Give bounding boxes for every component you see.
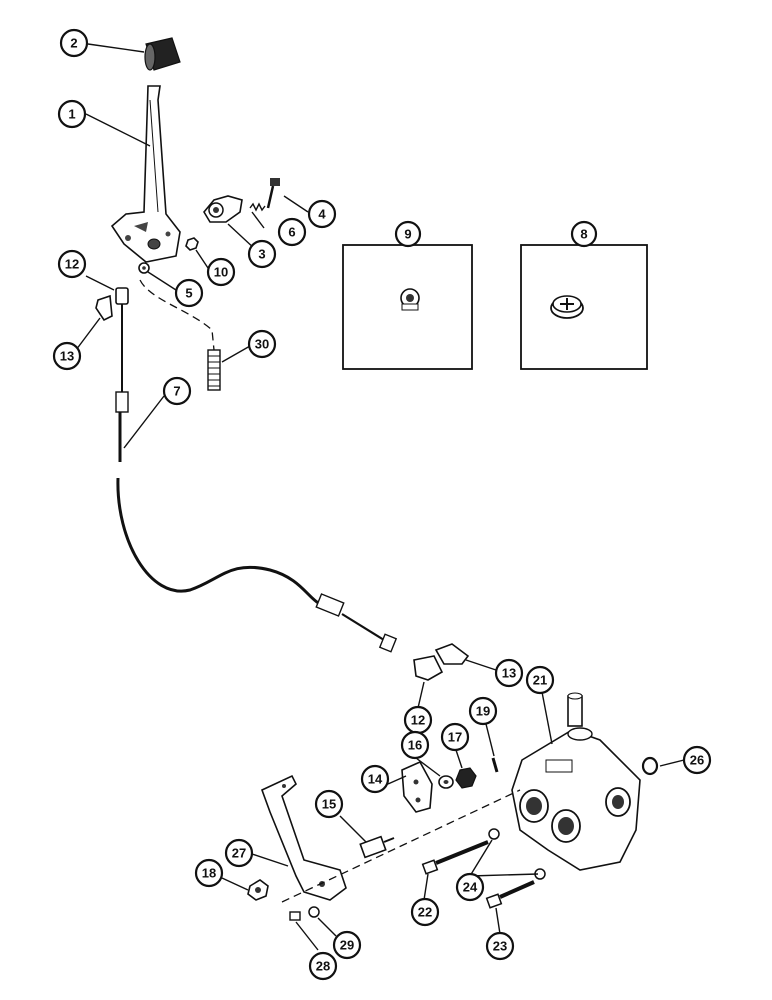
callout-15: 15 — [314, 789, 344, 819]
callout-8: 8 — [570, 220, 598, 248]
valve-lever-part — [401, 760, 433, 813]
inset-part-9 — [400, 288, 420, 311]
callout-24: 24 — [455, 872, 485, 902]
callout-1: 1 — [57, 99, 87, 129]
leader-lines — [75, 43, 685, 951]
callout-label: 8 — [580, 227, 587, 242]
nut-18-part — [247, 879, 269, 901]
pivot-bracket-part — [203, 195, 243, 223]
callout-label: 23 — [493, 939, 507, 954]
callout-label: 15 — [322, 797, 336, 812]
knob-part — [144, 37, 181, 71]
o-ring-part — [641, 756, 659, 776]
bolt-part — [266, 178, 280, 209]
screw-28-part — [289, 911, 301, 921]
clip-lower-part — [434, 643, 470, 665]
callout-label: 16 — [408, 738, 422, 753]
callout-label: 22 — [418, 905, 432, 920]
inset-panel-8 — [520, 244, 648, 370]
callout-label: 30 — [255, 337, 269, 352]
callout-label: 12 — [411, 713, 425, 728]
callout-label: 26 — [690, 753, 704, 768]
callout-label: 21 — [533, 673, 547, 688]
callout-label: 29 — [340, 938, 354, 953]
callout-26: 26 — [682, 745, 712, 775]
nut-part — [185, 237, 199, 251]
inset-part-8 — [550, 295, 584, 319]
valve-body-part — [511, 692, 641, 871]
callout-5: 5 — [174, 278, 204, 308]
callout-18: 18 — [194, 858, 224, 888]
bolt-23-part — [485, 880, 535, 909]
control-cable-part — [115, 326, 398, 653]
callout-12-upper: 12 — [57, 249, 87, 279]
callout-label: 9 — [404, 227, 411, 242]
callout-27: 27 — [224, 838, 254, 868]
callout-label: 1 — [68, 107, 75, 122]
washer-29-part — [308, 906, 320, 918]
clevis-upper-part — [115, 287, 129, 326]
callout-16: 16 — [400, 730, 430, 760]
washer-16-part — [438, 775, 454, 789]
callout-17: 17 — [440, 722, 470, 752]
bolt-22-part — [421, 840, 489, 875]
callout-21: 21 — [525, 665, 555, 695]
callout-label: 10 — [214, 265, 228, 280]
callout-label: 18 — [202, 866, 216, 881]
callout-label: 27 — [232, 846, 246, 861]
washer-part — [138, 262, 150, 274]
detent-spring-part — [249, 202, 266, 212]
callout-23: 23 — [485, 931, 515, 961]
callout-10: 10 — [206, 257, 236, 287]
callout-label: 19 — [476, 704, 490, 719]
return-spring-part — [207, 349, 221, 391]
callout-label: 5 — [185, 286, 192, 301]
callout-label: 28 — [316, 959, 330, 974]
callout-6: 6 — [277, 217, 307, 247]
callout-2: 2 — [59, 28, 89, 58]
callout-label: 14 — [368, 772, 383, 787]
callout-3: 3 — [247, 239, 277, 269]
clip-upper-part — [95, 294, 113, 322]
callout-13-lower: 13 — [494, 658, 524, 688]
callout-label: 6 — [288, 225, 295, 240]
callout-7: 7 — [162, 376, 192, 406]
callout-13-upper: 13 — [52, 341, 82, 371]
lever-part — [110, 85, 181, 263]
callout-label: 13 — [502, 666, 516, 681]
callout-29: 29 — [332, 930, 362, 960]
washer-24a-part — [488, 828, 500, 840]
callout-label: 3 — [258, 247, 265, 262]
callout-label: 24 — [463, 880, 478, 895]
nut-17-part — [455, 767, 477, 789]
callout-19: 19 — [468, 696, 498, 726]
clevis-lower-part — [413, 655, 444, 681]
callout-label: 12 — [65, 257, 79, 272]
callout-4: 4 — [307, 199, 337, 229]
callout-label: 13 — [60, 349, 74, 364]
callout-12-lower: 12 — [403, 705, 433, 735]
adjuster-part — [359, 835, 395, 859]
callout-9: 9 — [394, 220, 422, 248]
callout-label: 4 — [318, 207, 326, 222]
callout-label: 2 — [70, 36, 77, 51]
pin-part — [491, 757, 499, 773]
callout-label: 17 — [448, 730, 462, 745]
callout-14: 14 — [360, 764, 390, 794]
callout-label: 7 — [173, 384, 180, 399]
callout-28: 28 — [308, 951, 338, 981]
callout-22: 22 — [410, 897, 440, 927]
callout-30: 30 — [247, 329, 277, 359]
